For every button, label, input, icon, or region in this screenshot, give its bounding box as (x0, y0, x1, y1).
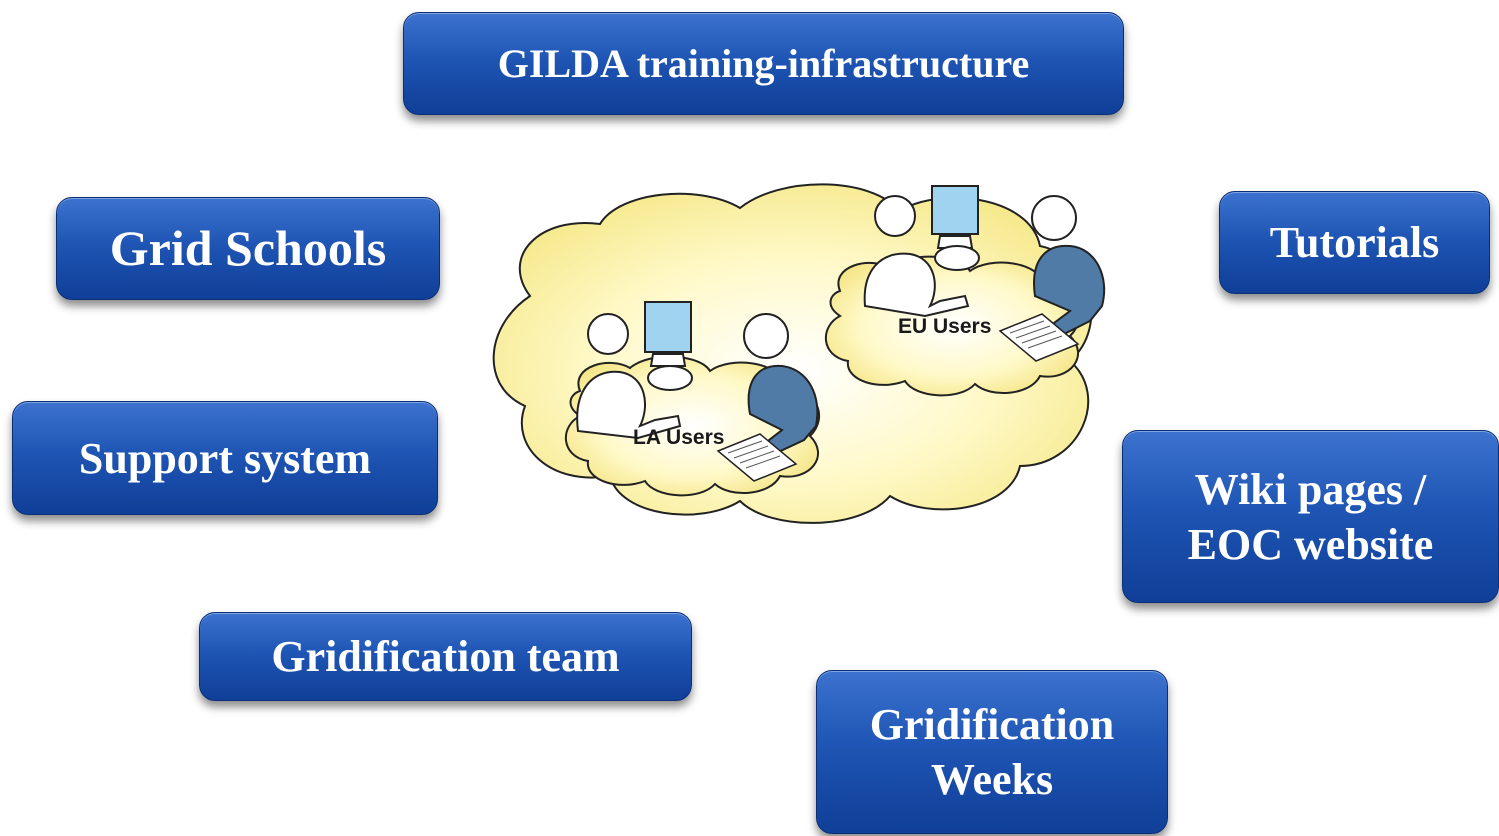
eu-user-white-icon (863, 195, 970, 318)
tutorials-box: Tutorials (1219, 191, 1490, 294)
grid-schools-box: Grid Schools (56, 197, 440, 300)
eu-document-icon (998, 313, 1080, 362)
la-user-white-icon (576, 313, 682, 440)
tutorials-label: Tutorials (1269, 218, 1440, 267)
wiki-eoc-box: Wiki pages / EOC website (1122, 430, 1499, 603)
la-document-icon (716, 433, 798, 482)
support-system-label: Support system (78, 433, 372, 483)
users-cloud-diagram: EU Users LA Users (492, 183, 1106, 524)
gridification-team-box: Gridification team (199, 612, 692, 701)
la-computer-icon (644, 301, 693, 391)
gilda-infrastructure-label: GILDA training-infrastructure (497, 40, 1030, 86)
gridification-weeks-box: Gridification Weeks (816, 670, 1168, 834)
weeks-label-line1: Gridification (869, 700, 1115, 749)
wiki-label-line1: Wiki pages / (1194, 464, 1427, 514)
eu-users-label: EU Users (898, 315, 991, 338)
eu-user-blue-icon (1031, 195, 1106, 338)
eu-computer-icon (931, 185, 980, 271)
la-users-label: LA Users (633, 426, 724, 449)
gridification-team-label: Gridification team (271, 632, 620, 681)
support-system-box: Support system (12, 401, 438, 515)
gilda-infrastructure-box: GILDA training-infrastructure (403, 12, 1124, 115)
wiki-label-line2: EOC website (1187, 519, 1434, 569)
grid-schools-label: Grid Schools (109, 220, 387, 277)
weeks-label-line2: Weeks (930, 755, 1054, 804)
la-user-blue-icon (743, 313, 819, 456)
